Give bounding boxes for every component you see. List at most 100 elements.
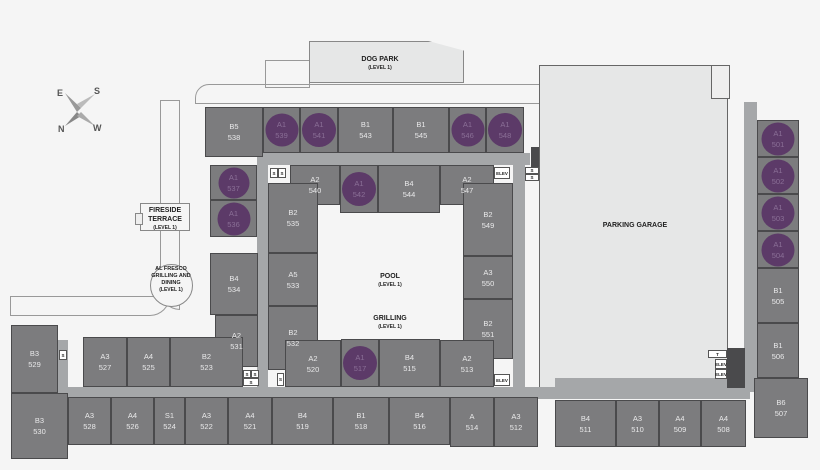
unit-type: A2 <box>462 175 472 184</box>
unit-type: A1 <box>228 208 239 218</box>
parking-garage[interactable] <box>539 65 728 395</box>
unit-type: B5 <box>229 122 239 131</box>
unit-number: 530 <box>33 427 46 436</box>
walkway-bottom <box>10 296 170 316</box>
highlight-circle <box>342 172 376 206</box>
grilling-label: GRILLING (LEVEL 1) <box>373 315 407 330</box>
compass-rose: E S N W <box>55 86 105 134</box>
unit-number: 507 <box>774 409 788 418</box>
unit-type: A2 <box>231 331 242 340</box>
unit-type: A4 <box>245 411 255 420</box>
unit-number: 520 <box>306 364 320 374</box>
unit-number: 541 <box>312 131 326 140</box>
unit-type: S1 <box>164 411 175 420</box>
unit-type: B2 <box>483 319 493 328</box>
unit-type: A4 <box>143 352 154 361</box>
alfresco-area[interactable] <box>150 264 193 307</box>
pool-courtyard[interactable] <box>318 213 463 339</box>
unit-number: 540 <box>308 186 322 195</box>
parking-garage-label: PARKING GARAGE <box>602 222 668 229</box>
stair-label: S <box>243 370 251 378</box>
unit-type: A1 <box>773 165 783 175</box>
unit-type: B3 <box>34 416 45 425</box>
highlight-circle <box>761 159 795 192</box>
unit-type: A5 <box>288 269 298 279</box>
unit-type: A3 <box>511 412 521 421</box>
dog-park-area[interactable] <box>309 41 464 83</box>
unit-number: 537 <box>227 183 240 193</box>
unit-number: 508 <box>717 424 730 434</box>
unit-type: A4 <box>675 413 685 423</box>
unit-type: A3 <box>483 267 493 277</box>
highlight-circle <box>218 167 249 198</box>
compass-s: S <box>94 86 101 96</box>
highlight-circle <box>451 113 484 147</box>
highlight-circle <box>761 196 795 229</box>
unit-number: 534 <box>227 285 241 294</box>
unit-type: A1 <box>462 120 473 129</box>
unit-type: B4 <box>404 353 415 362</box>
unit-number: 512 <box>509 423 523 432</box>
fireside-terrace-label: FIRESIDE TERRACE (LEVEL 1) <box>148 207 182 231</box>
unit-number: 510 <box>631 424 644 434</box>
unit-type: B1 <box>773 340 783 350</box>
unit-number: 539 <box>275 131 288 140</box>
hallway-east-wing <box>744 102 757 392</box>
unit-number: 523 <box>200 363 213 372</box>
unit-number: 522 <box>200 422 213 431</box>
unit-number: 504 <box>771 250 785 260</box>
elevator-core-e <box>727 348 745 388</box>
unit-type: A4 <box>718 413 729 423</box>
elevator-label: ELEV <box>494 167 510 179</box>
unit-number: 533 <box>286 280 300 290</box>
unit-type: B4 <box>297 411 308 420</box>
unit-number: 544 <box>402 190 416 199</box>
